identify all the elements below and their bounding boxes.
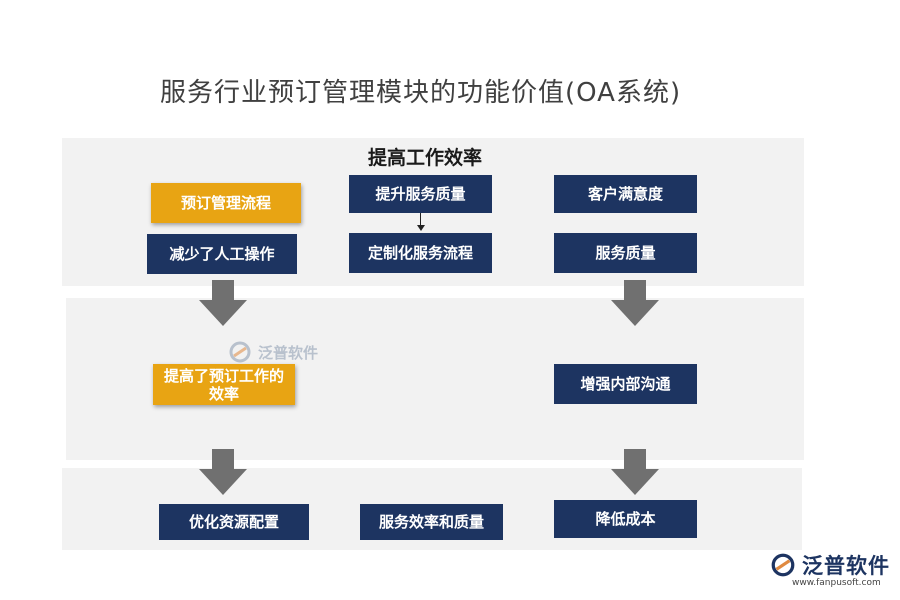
down-arrow-icon [611, 449, 659, 497]
section-title: 提高工作效率 [368, 147, 483, 169]
watermark: 泛普软件 [228, 340, 318, 364]
box-booking-efficiency: 提高了预订工作的效率 [153, 364, 295, 405]
box-satisfaction: 客户满意度 [554, 175, 697, 213]
down-arrow-icon [611, 280, 659, 328]
brand-logo: 泛普软件 [770, 550, 890, 580]
box-reduce-manual: 减少了人工操作 [147, 234, 297, 274]
box-reduce-cost: 降低成本 [554, 500, 697, 538]
down-arrow-icon [199, 449, 247, 497]
box-service-quality: 服务质量 [554, 233, 697, 273]
connector-arrowhead [417, 225, 425, 231]
down-arrow-icon [199, 280, 247, 328]
box-efficiency-quality: 服务效率和质量 [360, 504, 503, 540]
box-booking-flow: 预订管理流程 [151, 183, 301, 223]
connector-line [420, 213, 421, 226]
logo-url: www.fanpusoft.com [792, 578, 881, 588]
fanpu-logo-icon [229, 341, 251, 363]
logo-text: 泛普软件 [802, 554, 890, 578]
page-title: 服务行业预订管理模块的功能价值(OA系统) [160, 78, 682, 108]
box-internal-comm: 增强内部沟通 [554, 364, 697, 404]
fanpu-logo-icon [771, 553, 795, 577]
box-custom-flow: 定制化服务流程 [349, 233, 492, 273]
watermark-text: 泛普软件 [258, 343, 319, 362]
box-improve-service: 提升服务质量 [349, 175, 492, 213]
box-optimize-resources: 优化资源配置 [159, 504, 309, 540]
